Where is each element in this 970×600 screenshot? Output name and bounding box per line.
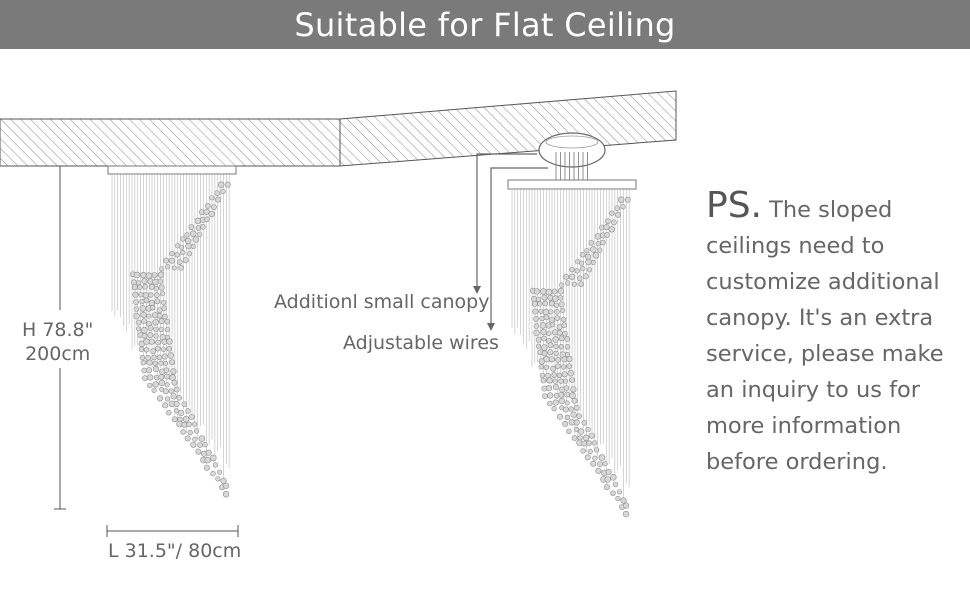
note-line-3: customize additional bbox=[706, 269, 940, 295]
ps-prefix: PS. bbox=[706, 185, 763, 226]
canopy-pointer-arrow bbox=[473, 286, 481, 294]
length-dimension-label: L 31.5"/ 80cm bbox=[108, 540, 242, 562]
adjustable-wires bbox=[555, 152, 588, 180]
left-canopy-plate bbox=[107, 165, 237, 175]
banner-title: Suitable for Flat Ceiling bbox=[294, 5, 676, 44]
note-line-4: canopy. It's an extra bbox=[706, 305, 934, 331]
note-line-8: before ordering. bbox=[706, 449, 888, 475]
note-line-6: an inquiry to us for bbox=[706, 377, 921, 403]
chandelier-diagram bbox=[0, 90, 677, 537]
sloped-ceiling bbox=[339, 90, 677, 167]
height-metric: 200cm bbox=[25, 343, 91, 365]
flat-ceiling bbox=[0, 118, 341, 167]
right-crystal-strands bbox=[511, 189, 630, 500]
left-crystal-strands bbox=[111, 174, 230, 481]
note-line-1: The sloped bbox=[769, 197, 893, 223]
right-canopy-plate bbox=[507, 179, 637, 190]
canopy-label: Additionl small canopy bbox=[274, 291, 490, 313]
wires-pointer-line bbox=[490, 167, 548, 324]
height-imperial: H 78.8" bbox=[22, 319, 94, 341]
ps-note: PS. The sloped ceilings need to customiz… bbox=[706, 188, 968, 480]
left-chandelier bbox=[107, 165, 237, 498]
right-crystal-balls bbox=[530, 196, 631, 518]
title-banner: Suitable for Flat Ceiling bbox=[0, 0, 970, 49]
small-canopy-rim bbox=[545, 135, 599, 149]
height-dimension-label: H 78.8" 200cm bbox=[22, 318, 93, 366]
note-line-7: more information bbox=[706, 413, 902, 439]
canopy-pointer-line bbox=[476, 153, 537, 287]
left-crystal-balls bbox=[129, 181, 231, 498]
wires-label: Adjustable wires bbox=[343, 332, 499, 354]
small-canopy bbox=[538, 132, 606, 168]
wires-pointer-arrow bbox=[487, 323, 495, 331]
right-chandelier bbox=[507, 132, 637, 518]
note-line-5: service, please make bbox=[706, 341, 944, 367]
note-line-2: ceilings need to bbox=[706, 233, 885, 259]
